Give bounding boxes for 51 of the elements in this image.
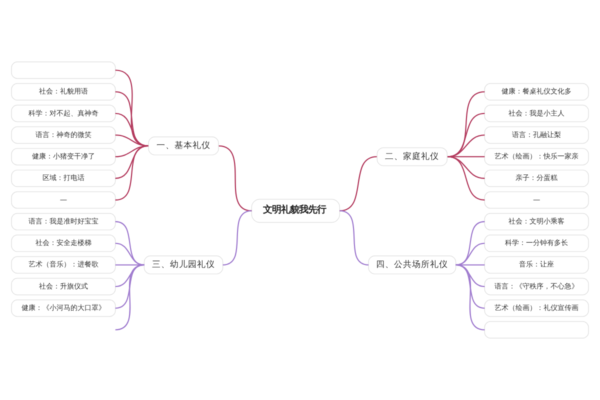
- node-box: [484, 321, 589, 338]
- node-box: 二、家庭礼仪: [376, 147, 448, 166]
- node-box: [11, 62, 116, 79]
- node-box: 语言：神奇的微笑: [11, 126, 116, 144]
- node-box: 区域：打电话: [11, 170, 116, 188]
- node-box: 文明礼貌我先行: [251, 198, 340, 223]
- node-box: 四、公共场所礼仪: [368, 256, 456, 274]
- node-box: —: [11, 191, 116, 209]
- node-box: 语言：《守秩序，不心急》: [484, 278, 589, 296]
- node-box: 亲子：分蛋糕: [484, 170, 589, 188]
- node-box: 语言：孔融让梨: [484, 126, 589, 144]
- connector: [447, 134, 485, 158]
- node-box: 社会：升旗仪式: [11, 278, 116, 296]
- node-box: 健康：《小河马的大口罩》: [11, 300, 116, 317]
- node-box: 艺术（音乐）：进餐歌: [11, 256, 116, 274]
- connector: [115, 264, 144, 309]
- node-box: 社会：安全走楼梯: [11, 234, 116, 252]
- connector: [222, 210, 252, 266]
- node-box: 社会：我是小主人: [484, 104, 589, 122]
- connector: [456, 242, 485, 266]
- connector: [115, 134, 148, 146]
- connector: [115, 112, 148, 146]
- node-box: 科学：一分钟有多长: [484, 234, 589, 252]
- connector: [115, 145, 148, 201]
- node-box: 三、幼儿园礼仪: [144, 256, 224, 274]
- node-box: 音乐：让座: [484, 256, 589, 274]
- connector: [218, 145, 252, 212]
- connector: [115, 70, 148, 146]
- node-box: —: [484, 191, 589, 209]
- connector: [340, 156, 377, 212]
- connector: [447, 156, 485, 179]
- connector: [456, 264, 485, 330]
- connector: [115, 242, 144, 266]
- node-box: 社会：礼貌用语: [11, 83, 116, 100]
- connector: [115, 221, 144, 266]
- connector: [447, 112, 485, 158]
- node-box: 科学：对不起、真神奇: [11, 104, 116, 122]
- node-box: 健康：小猪变干净了: [11, 148, 116, 166]
- node-box: 语言：我是准时好宝宝: [11, 212, 116, 230]
- node-box: 社会：文明小乘客: [484, 212, 589, 230]
- node-box: 艺术（绘画）：礼仪宣传画: [484, 300, 589, 317]
- node-box: 一、基本礼仪: [148, 136, 219, 156]
- node-box: 艺术（绘画）：快乐一家亲: [484, 148, 589, 166]
- connector: [115, 264, 144, 330]
- connector: [448, 156, 485, 158]
- node-box: 健康：餐桌礼仪文化多: [484, 83, 589, 100]
- connector: [340, 210, 369, 266]
- connector: [447, 91, 485, 158]
- connector: [456, 221, 485, 266]
- connector: [115, 91, 148, 146]
- connector: [447, 156, 485, 201]
